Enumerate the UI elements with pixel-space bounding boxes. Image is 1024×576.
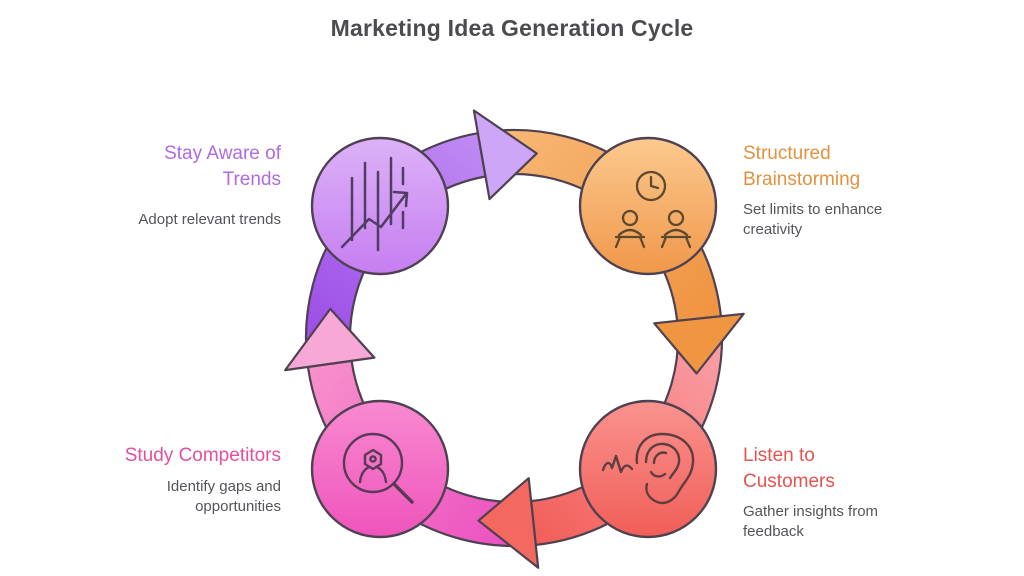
arrowhead-right-down-icon <box>653 312 745 375</box>
arrowhead-top-right-icon <box>472 109 538 201</box>
arrowhead-left-up-icon <box>284 307 376 372</box>
node-circle-customers <box>578 399 718 539</box>
node-heading-customers: Listen to Customers <box>743 445 835 492</box>
node-heading-brainstorming: Structured Brainstorming <box>743 143 861 190</box>
arrowhead-bottom-left-icon <box>477 477 540 569</box>
node-circle-trends <box>310 136 450 276</box>
magnifier-person-icon <box>342 432 414 504</box>
node-description-customers: Gather insights from feedback <box>743 503 879 540</box>
diagram-title: Marketing Idea Generation Cycle <box>330 15 694 41</box>
node-description-brainstorming: Set limits to enhance creativity <box>743 201 883 238</box>
trend-chart-icon <box>340 156 409 252</box>
node-heading-trends: Stay Aware of Trends <box>164 143 281 190</box>
listening-ear-icon <box>601 432 695 505</box>
timed-brainstorm-people-clock-icon <box>614 170 692 249</box>
node-description-competitors: Identify gaps and opportunities <box>166 478 281 515</box>
node-heading-competitors: Study Competitors <box>124 445 281 466</box>
node-circle-brainstorming <box>578 136 718 276</box>
node-description-trends: Adopt relevant trends <box>138 211 281 228</box>
